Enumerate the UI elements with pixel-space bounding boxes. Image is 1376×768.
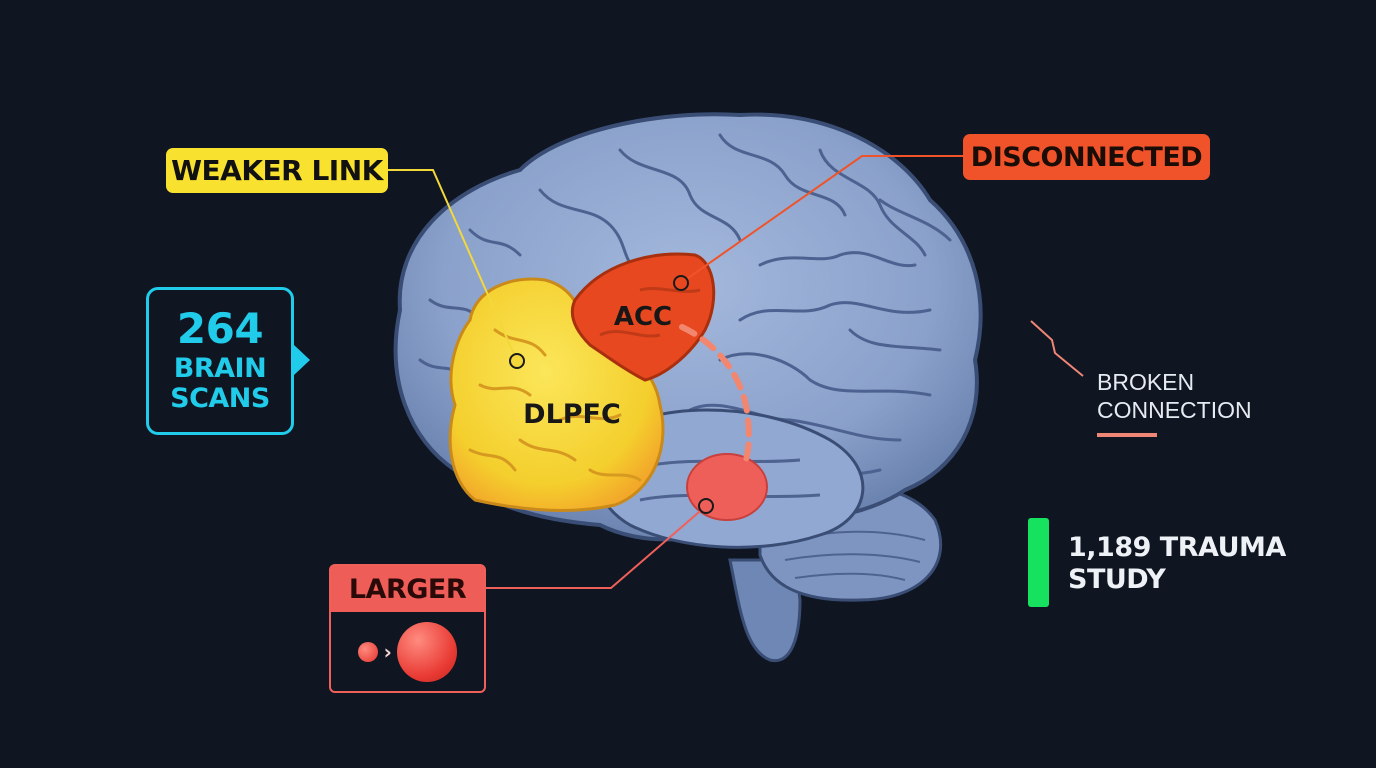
small-circle-icon [357,641,378,662]
weaker-link-leader [388,169,518,362]
study-line: STUDY [1068,564,1166,596]
brain-scans-stat: 264 BRAIN SCANS [146,287,294,435]
disconnected-label: DISCONNECTED [963,134,1210,180]
size-comparison: › [331,612,484,691]
acc-label: ACC [614,302,672,332]
scans-count: 264 [176,304,264,354]
scans-unit-line: BRAIN [173,353,267,385]
broken-connection-zigzag [1030,320,1084,377]
scans-unit: BRAIN SCANS [170,354,270,413]
brain-folds [418,133,952,508]
broken-connection-line: BROKEN [1097,369,1195,395]
study-accent-bar [1028,518,1049,607]
larger-label: LARGER [331,566,484,612]
study-line: 1,189 TRAUMA [1068,532,1286,563]
broken-connection-line: CONNECTION [1097,397,1252,424]
larger-leader [486,505,707,589]
dlpfc-label: DLPFC [523,399,621,430]
dlpfc-region [448,277,665,512]
chevron-right-icon: › [383,639,392,664]
broken-connection-underline [1097,433,1157,437]
trauma-study-label: 1,189 TRAUMA STUDY [1068,532,1286,597]
amygdala [686,453,768,521]
weaker-link-label: WEAKER LINK [166,148,388,193]
disconnected-leader [680,155,963,284]
scans-unit-line: SCANS [170,383,270,414]
broken-connection-label: BROKEN CONNECTION [1097,368,1252,424]
large-circle-icon [397,621,458,682]
dlpfc-folds [468,328,642,482]
scans-pointer [294,345,310,375]
broken-connection-path [679,324,752,463]
larger-callout: LARGER › [329,564,486,693]
